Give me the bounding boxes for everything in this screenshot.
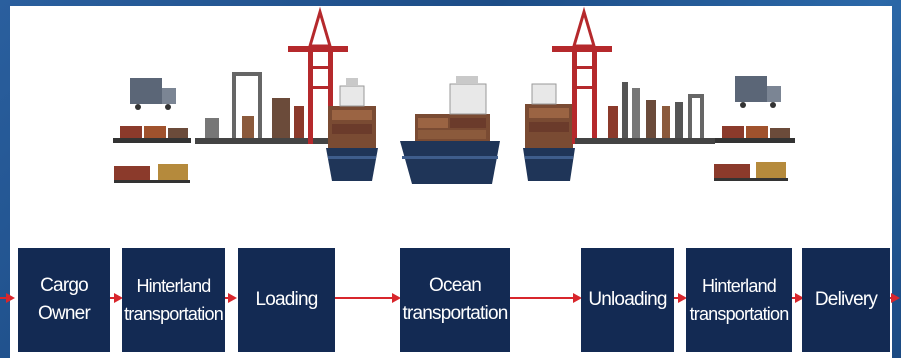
arrow-exit-head	[891, 293, 900, 303]
step-hinterland-transportation-1: Hinterland transportation	[122, 248, 225, 352]
train-icon-left	[113, 126, 191, 143]
arrow-3-4	[335, 297, 395, 299]
arrow-4-5-head	[573, 293, 582, 303]
arrow-2-3-head	[228, 293, 237, 303]
port-logistics-illustration	[113, 6, 795, 184]
truck-icon-right	[735, 76, 781, 108]
arrow-1-2-head	[114, 293, 123, 303]
step-ocean-transportation: Ocean transportation	[400, 248, 510, 352]
yard-ground-left	[195, 138, 335, 144]
step-cargo-owner: Cargo Owner	[18, 248, 110, 352]
train-icon-right	[715, 126, 795, 143]
freight-wagons-right	[714, 162, 788, 181]
ship-icon-right	[523, 83, 575, 181]
yard-gantry-left	[205, 72, 304, 138]
arrow-entry-head	[6, 293, 15, 303]
step-hinterland-transportation-2: Hinterland transportation	[686, 248, 792, 352]
container-ship-icon	[400, 76, 500, 184]
yard-ground-right	[575, 138, 715, 144]
freight-wagons-left	[114, 164, 190, 183]
arrow-4-5	[510, 297, 576, 299]
quay-crane-left	[288, 6, 348, 144]
arrow-3-4-head	[392, 293, 401, 303]
truck-icon-left	[130, 78, 176, 110]
arrow-6-7-head	[795, 293, 804, 303]
step-delivery: Delivery	[802, 248, 890, 352]
yard-stacks-right	[608, 82, 704, 138]
ship-icon-left	[326, 78, 378, 181]
quay-crane-right	[552, 6, 612, 144]
step-loading: Loading	[238, 248, 335, 352]
arrow-5-6-head	[678, 293, 687, 303]
arrow-entry	[0, 297, 8, 299]
step-unloading: Unloading	[581, 248, 674, 352]
